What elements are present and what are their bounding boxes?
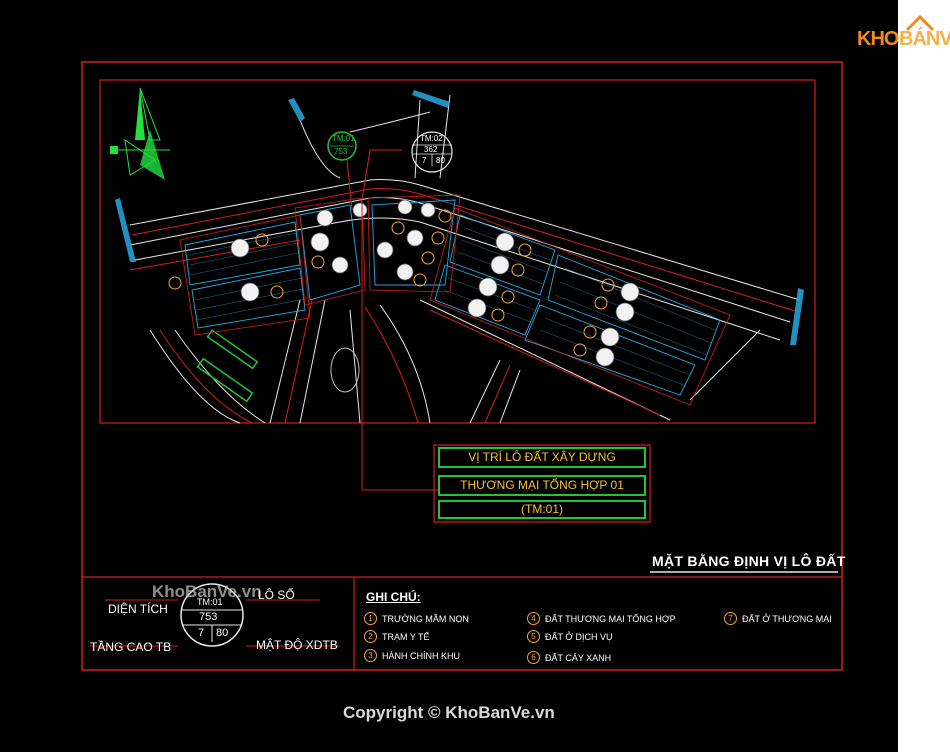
key-floors: 7 bbox=[198, 627, 205, 639]
legend-label: TRƯỜNG MẦM NON bbox=[382, 613, 469, 624]
key-dien-tich: DIỆN TÍCH bbox=[108, 602, 168, 616]
legend-label: ĐẤT CÂY XANH bbox=[545, 652, 612, 663]
tag-tm02-area: 362 bbox=[424, 145, 438, 154]
legend-title: GHI CHÚ: bbox=[366, 590, 421, 604]
logo-text-kho: KHO bbox=[857, 28, 899, 50]
callout-line-3: (TM:01) bbox=[438, 500, 646, 519]
legend-item-1: 1 TRƯỜNG MẦM NON bbox=[364, 612, 469, 625]
legend-num: 1 bbox=[364, 612, 377, 625]
callout-line-2: THƯƠNG MẠI TỔNG HỢP 01 bbox=[438, 475, 646, 496]
tag-tm02-floors: 7 bbox=[422, 156, 427, 165]
key-area: 753 bbox=[199, 611, 218, 623]
legend-item-7: 7 ĐẤT Ở THƯƠNG MẠI bbox=[724, 612, 832, 625]
legend-label: TRẠM Y TẾ bbox=[382, 631, 430, 642]
key-density: 80 bbox=[216, 627, 229, 639]
key-watermark: KhoBanVe.vn bbox=[152, 582, 262, 601]
tag-tm01-code: TM:01 bbox=[332, 134, 355, 143]
key-code: TM:01 bbox=[197, 597, 223, 607]
legend-item-5: 5 ĐẤT Ở DỊCH VỤ bbox=[527, 630, 613, 643]
legend-label: HÀNH CHÍNH KHU bbox=[382, 650, 461, 661]
legend-item-6: 6 ĐẤT CÂY XANH bbox=[527, 651, 611, 664]
key-mat-do: MẬT ĐỘ XDTB bbox=[256, 638, 338, 652]
north-arrow-icon bbox=[110, 87, 170, 180]
legend-num: 2 bbox=[364, 630, 377, 643]
key-lo-so: LÔ SỐ bbox=[258, 588, 295, 602]
key-tang-cao: TẦNG CAO TB bbox=[90, 640, 172, 654]
copyright-text: Copyright © KhoBanVe.vn bbox=[343, 703, 555, 722]
logo-text-banve: BÁNVẼ bbox=[899, 28, 950, 50]
legend-num: 6 bbox=[527, 651, 540, 664]
house-roof-icon bbox=[905, 14, 935, 32]
plan-title: MẶT BẰNG ĐỊNH VỊ LÔ ĐẤT bbox=[652, 553, 846, 569]
tag-tm02-code: TM:02 bbox=[420, 134, 443, 143]
legend-item-2: 2 TRẠM Y TẾ bbox=[364, 630, 430, 643]
legend-num: 3 bbox=[364, 649, 377, 662]
legend-num: 7 bbox=[724, 612, 737, 625]
legend-num: 5 bbox=[527, 630, 540, 643]
legend-item-4: 4 ĐẤT THƯƠNG MẠI TỔNG HỢP bbox=[527, 612, 676, 625]
khobanve-logo: KHO BÁNVẼ bbox=[853, 14, 950, 54]
legend-label: ĐẤT THƯƠNG MẠI TỔNG HỢP bbox=[545, 613, 676, 624]
tag-tm01-area: 753 bbox=[334, 147, 348, 156]
legend-label: ĐẤT Ở DỊCH VỤ bbox=[545, 631, 613, 642]
legend-num: 4 bbox=[527, 612, 540, 625]
legend-label: ĐẤT Ở THƯƠNG MẠI bbox=[742, 613, 832, 624]
legend-item-3: 3 HÀNH CHÍNH KHU bbox=[364, 649, 460, 662]
callout-line-1: VỊ TRÍ LÔ ĐẤT XÂY DỰNG bbox=[438, 447, 646, 468]
tag-tm02-density: 80 bbox=[436, 156, 445, 165]
